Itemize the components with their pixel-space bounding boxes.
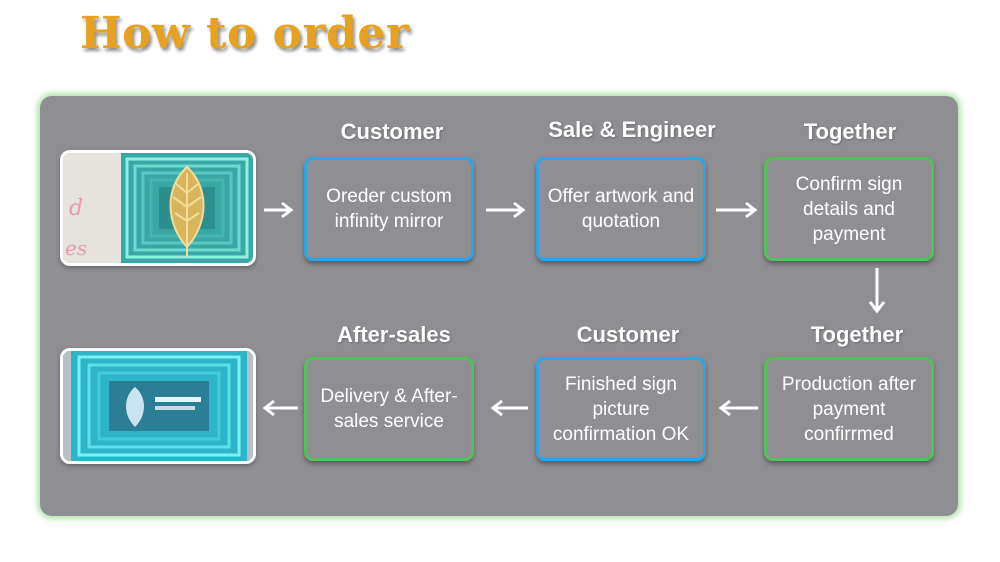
down-arrow-icon [868, 268, 886, 314]
role-label-step2: Sale & Engineer [548, 117, 716, 142]
left-arrow-icon [718, 399, 758, 417]
role-label-step4: Together [810, 322, 904, 347]
step-box-production: Production after payment confirrmed [764, 357, 934, 461]
left-arrow-icon [262, 399, 298, 417]
step-box-order: Oreder custom infinity mirror [304, 157, 474, 261]
role-label-step3: Together [803, 119, 897, 144]
right-arrow-icon [264, 201, 294, 219]
product-photo-logo-mirror [60, 348, 256, 464]
product-photo-leaf-mirror: d es [60, 150, 256, 266]
role-label-step1: Customer [340, 119, 444, 144]
svg-text:es: es [65, 236, 87, 260]
right-arrow-icon [716, 201, 758, 219]
left-arrow-icon [490, 399, 528, 417]
page-title: How to order [80, 8, 410, 59]
role-label-step5: Customer [576, 322, 680, 347]
step-box-delivery-after-sales: Delivery & After-sales service [304, 357, 474, 461]
step-box-confirm-payment: Confirm sign details and payment [764, 157, 934, 261]
role-label-step6: After-sales [337, 322, 451, 347]
svg-text:d: d [69, 196, 83, 221]
step-box-artwork-quotation: Offer artwork and quotation [536, 157, 706, 261]
step-box-picture-confirmation: Finished sign picture confirmation OK [536, 357, 706, 461]
right-arrow-icon [486, 201, 526, 219]
